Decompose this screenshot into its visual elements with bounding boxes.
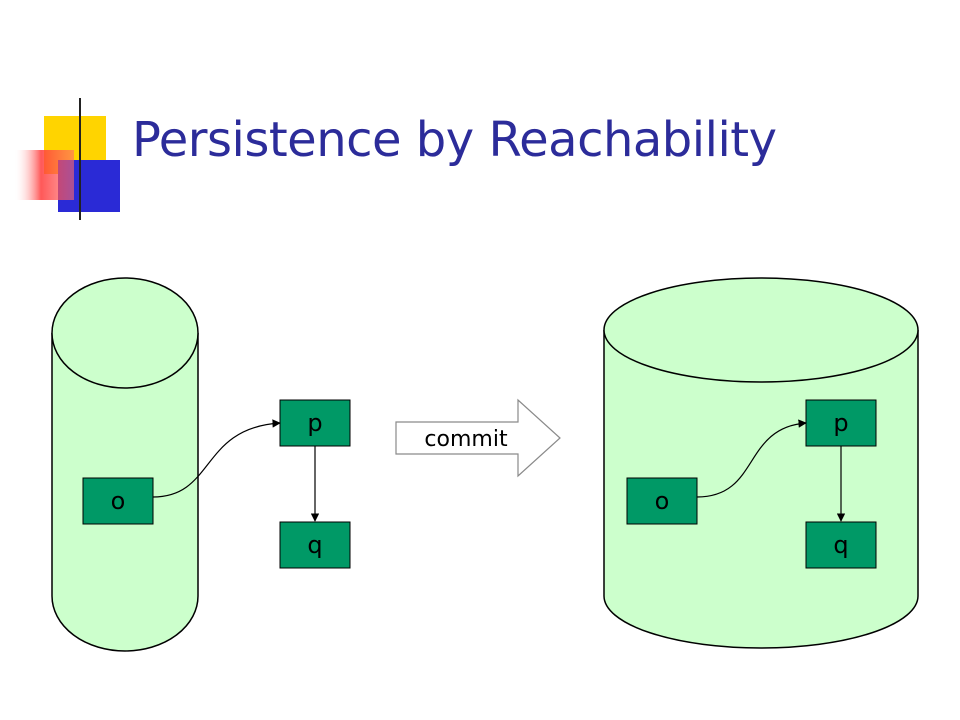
- database-after: [603, 277, 919, 649]
- object-p-after: p: [805, 399, 877, 447]
- commit-label: commit: [424, 427, 508, 452]
- object-q-before-label: q: [307, 531, 322, 559]
- object-o-before: o: [82, 477, 154, 525]
- object-p-after-label: p: [833, 409, 848, 437]
- database-before: [51, 277, 199, 652]
- slide-title: Persistence by Reachability: [132, 112, 777, 168]
- reference-o-to-p-before: [152, 419, 281, 498]
- database-after-top: [603, 277, 919, 383]
- object-o-after-label: o: [655, 487, 670, 515]
- title-underline: [110, 187, 870, 189]
- commit-arrow: commit: [395, 398, 561, 478]
- object-q-after-label: q: [833, 531, 848, 559]
- object-q-after: q: [805, 521, 877, 569]
- object-o-after: o: [626, 477, 698, 525]
- database-before-top: [51, 277, 199, 389]
- reference-o-to-p-after: [696, 419, 807, 498]
- slide-logo: [14, 98, 140, 220]
- object-o-before-label: o: [111, 487, 126, 515]
- object-p-before: p: [279, 399, 351, 447]
- object-q-before: q: [279, 521, 351, 569]
- logo-red-square: [14, 150, 74, 200]
- object-p-before-label: p: [307, 409, 322, 437]
